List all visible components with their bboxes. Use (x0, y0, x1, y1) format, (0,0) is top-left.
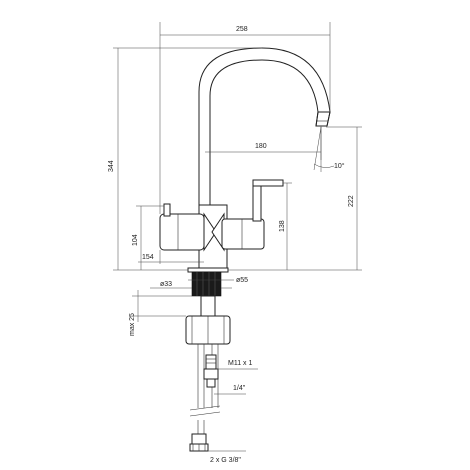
svg-text:2 x G 3/8": 2 x G 3/8" (210, 457, 241, 464)
svg-text:ø33: ø33 (160, 281, 172, 288)
dimension-angle: 10° (313, 126, 345, 172)
dimension-222: 222 (228, 126, 362, 271)
dimension-o33: ø33 (150, 281, 232, 289)
dimension-344: 344 (108, 47, 262, 271)
svg-text:M11 x 1: M11 x 1 (228, 360, 252, 367)
dimension-180: 180 (205, 126, 322, 160)
label-hose-thread: 2 x G 3/8" (208, 450, 246, 464)
dimension-258: 258 (159, 22, 331, 214)
svg-text:10°: 10° (334, 162, 345, 170)
svg-text:154: 154 (142, 254, 154, 261)
dimension-max25: max 25 (129, 290, 192, 336)
svg-text:222: 222 (348, 195, 355, 207)
svg-text:ø55: ø55 (236, 277, 248, 284)
gasket (191, 271, 222, 297)
svg-text:344: 344 (108, 160, 115, 172)
svg-text:258: 258 (236, 26, 248, 33)
svg-text:1/4": 1/4" (233, 385, 246, 392)
mounting-assembly (185, 271, 231, 452)
label-m11: M11 x 1 (216, 360, 258, 370)
dimension-o55: ø55 (188, 277, 248, 284)
mixer-body (159, 179, 284, 273)
svg-text:180: 180 (255, 143, 267, 150)
dimension-138: 138 (279, 182, 292, 270)
svg-text:104: 104 (132, 234, 139, 246)
dimension-154: 154 (138, 250, 204, 264)
label-quarter-inch: 1/4" (214, 385, 246, 395)
svg-text:138: 138 (279, 220, 286, 232)
svg-text:max 25: max 25 (129, 313, 136, 336)
dimension-104: 104 (132, 205, 164, 270)
